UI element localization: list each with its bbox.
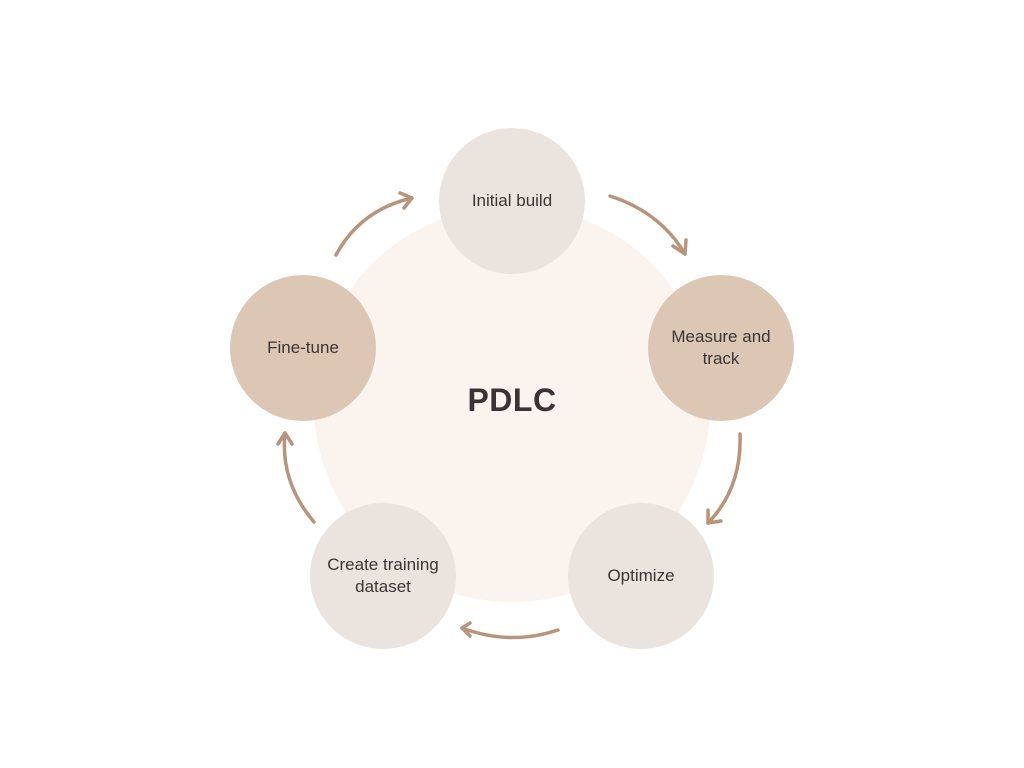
stage-label: Measure and track (671, 327, 771, 368)
stage-label: Fine-tune (267, 338, 339, 357)
arrow-icon (276, 431, 316, 524)
stage-label: Initial build (471, 191, 553, 210)
stage-label: Optimize (607, 566, 675, 585)
stage-initial-build[interactable]: Initial build (439, 128, 585, 274)
arrow-icon (460, 621, 560, 640)
stage-optimize[interactable]: Optimize (568, 503, 714, 649)
diagram-title: PDLC (467, 382, 557, 418)
stage-create-training-dataset[interactable]: Create training dataset (310, 503, 456, 649)
stage-label: Create training dataset (327, 555, 439, 596)
stage-measure-and-track[interactable]: Measure and track (648, 275, 794, 421)
stage-fine-tune[interactable]: Fine-tune (230, 275, 376, 421)
arrow-icon (706, 432, 742, 525)
